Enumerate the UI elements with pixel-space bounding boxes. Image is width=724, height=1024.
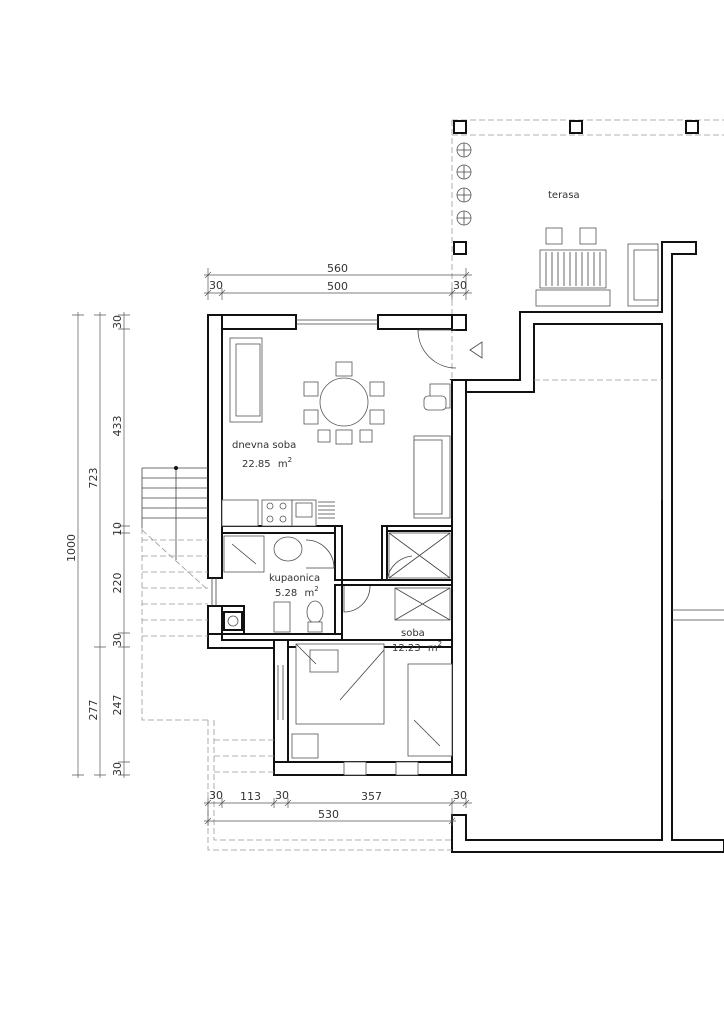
bedroom-door	[343, 585, 371, 613]
dim-bottom-w2: 30	[275, 789, 289, 802]
closet-door	[386, 555, 413, 581]
adjacent-building	[449, 241, 724, 853]
top-dimensions: 560 30 500 30	[204, 262, 472, 300]
room-area-bedroom: 12.23 m2	[392, 640, 442, 654]
dim-left-lower: 277	[87, 700, 100, 721]
dim-top-right-wall: 30	[453, 279, 467, 292]
dim-left-s6: 247	[111, 695, 124, 716]
dim-left-s5: 30	[111, 633, 124, 647]
dim-bottom-d2: 357	[361, 790, 382, 803]
room-area-bathroom: 5.28 m2	[275, 585, 319, 599]
dim-top-total: 560	[327, 262, 348, 275]
dim-left-s2: 433	[111, 416, 124, 437]
room-label-bedroom: soba	[401, 628, 425, 639]
washbasin	[273, 536, 303, 562]
dim-left-s1: 30	[111, 315, 124, 329]
bottom-dimensions: 30 113 30 357 30 530	[204, 789, 472, 826]
terrace-door	[417, 329, 483, 369]
room-label-terrace: terasa	[548, 190, 580, 201]
stove	[261, 499, 293, 527]
bathtub	[273, 601, 291, 633]
bedroom-furniture	[291, 643, 453, 759]
dim-left-upper: 723	[87, 468, 100, 489]
terrace: terasa	[451, 119, 724, 380]
bathroom-fixtures	[223, 535, 324, 633]
room-label-bathroom: kupaonica	[269, 573, 320, 584]
column	[685, 120, 699, 134]
stairs	[141, 466, 452, 851]
living-furniture	[221, 337, 451, 527]
dim-bottom-w1: 30	[209, 789, 223, 802]
column	[569, 120, 583, 134]
terrace-furniture	[535, 227, 659, 307]
room-label-living: dnevna soba	[232, 440, 296, 451]
left-dimensions: 1000 723 277 30 433 10 220 30 247 30	[65, 312, 130, 778]
room-area-living: 22.85 m2	[242, 456, 292, 470]
dim-bottom-d1: 113	[240, 790, 261, 803]
bed	[295, 643, 385, 725]
kitchen-counter	[221, 499, 259, 527]
bathroom-door	[305, 539, 335, 569]
plant-icons	[456, 142, 472, 226]
dim-top-inner: 500	[327, 280, 348, 293]
dim-left-s4: 220	[111, 573, 124, 594]
dim-left-s7: 30	[111, 762, 124, 776]
closets	[388, 532, 451, 621]
chairs	[303, 361, 385, 445]
column	[453, 120, 467, 134]
windows	[211, 319, 419, 776]
dim-top-left-wall: 30	[209, 279, 223, 292]
dining-table	[319, 377, 369, 427]
dim-bottom-total: 530	[318, 808, 339, 821]
wardrobe	[407, 663, 453, 757]
dim-left-s3: 10	[111, 522, 124, 536]
column	[453, 241, 467, 255]
toilet	[306, 600, 324, 624]
dim-bottom-w3: 30	[453, 789, 467, 802]
dim-left-total: 1000	[65, 534, 78, 562]
